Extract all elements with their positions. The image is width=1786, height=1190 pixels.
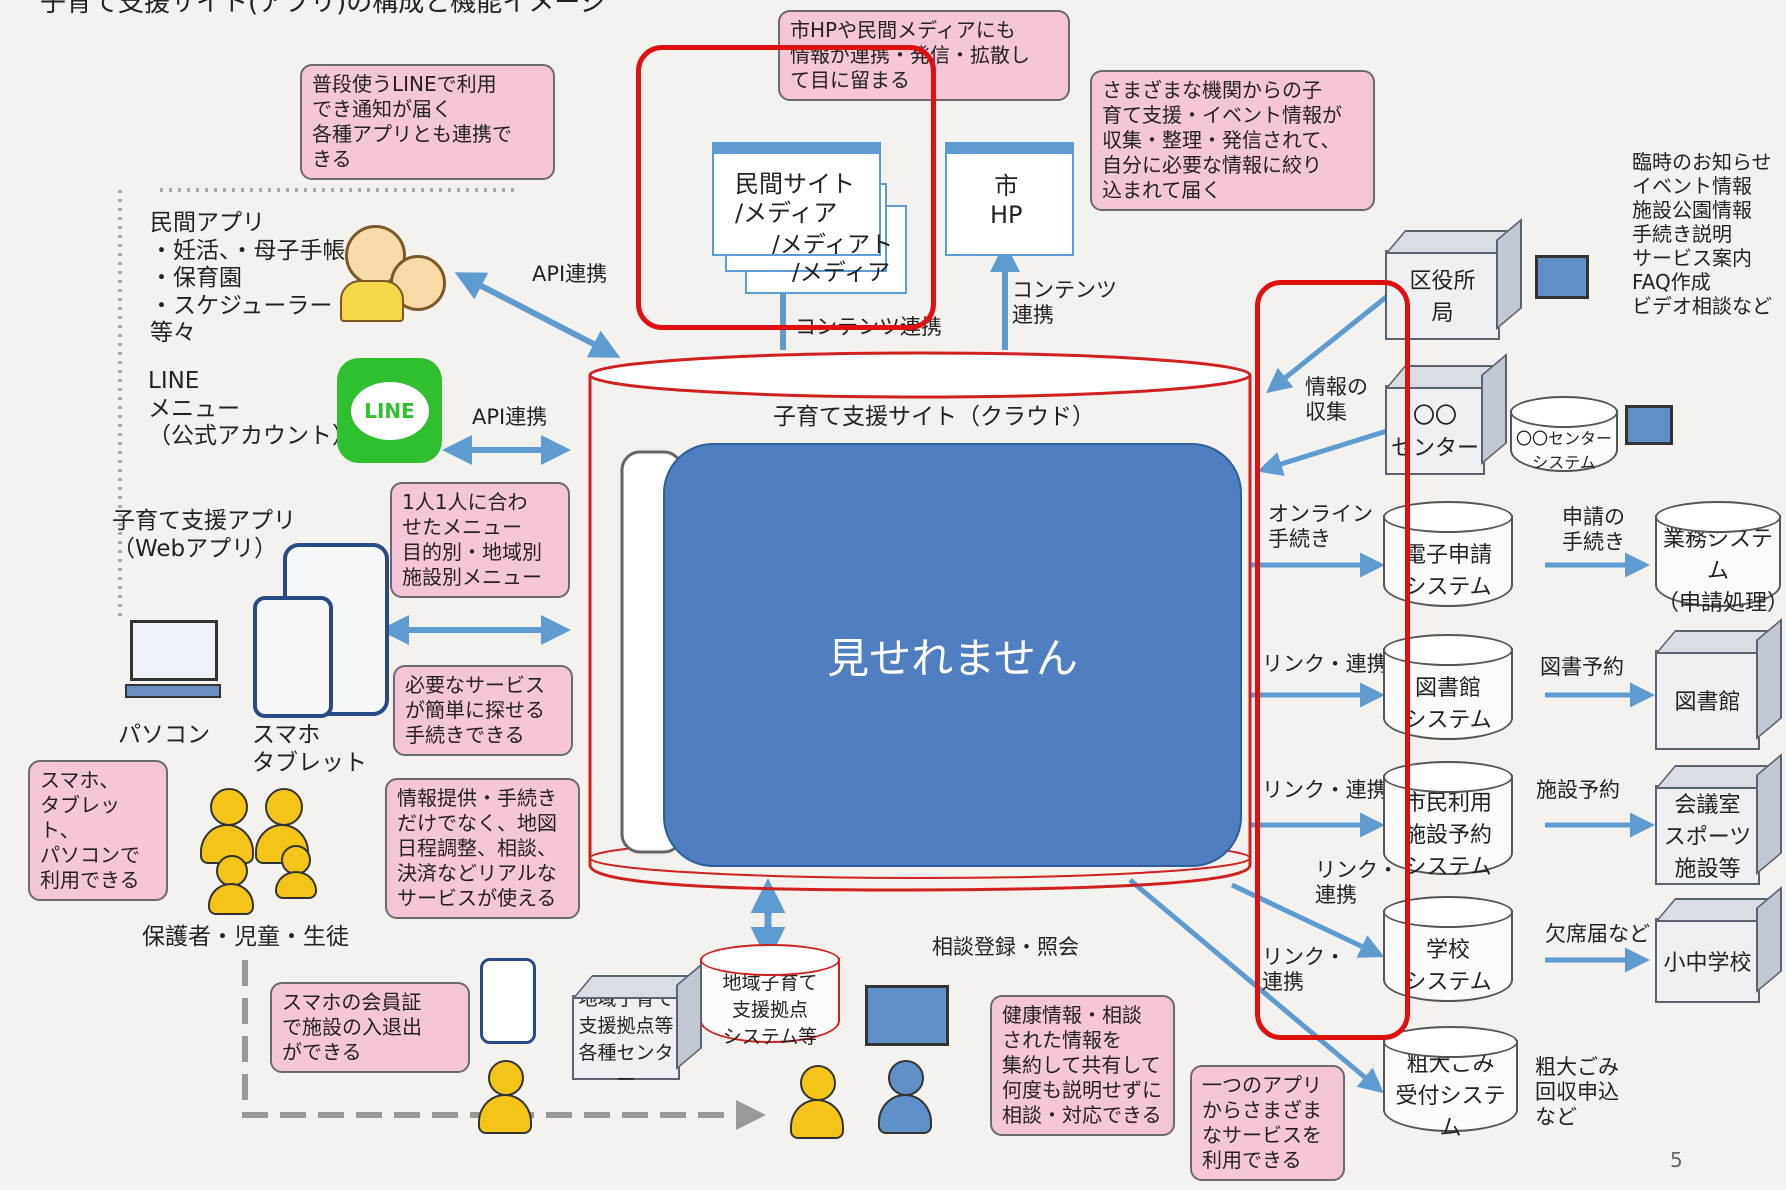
label-cloud: 子育て支援サイト（クラウド） bbox=[773, 404, 1095, 430]
line-logo-bubble: LINE bbox=[350, 381, 429, 440]
family-illustration bbox=[335, 215, 455, 322]
label-private-apps: 民間アプリ ・妊活、・母子手帳 ・保育園 ・スケジューラー 等々 bbox=[150, 210, 346, 347]
city-hp-frame bbox=[945, 142, 1074, 256]
tablet-icon bbox=[253, 596, 333, 718]
mother-dress bbox=[340, 280, 404, 322]
label-city-hp: 市 HP bbox=[990, 172, 1023, 229]
label-online-proc: オンライン 手続き bbox=[1268, 502, 1373, 552]
label-api-link-1: API連携 bbox=[532, 262, 608, 286]
cyl-garbage-system: 粗大ごみ 受付システム bbox=[1383, 1026, 1518, 1141]
cyl-center-system: 〇〇センター システム bbox=[1510, 396, 1618, 472]
dotted-frame bbox=[118, 188, 520, 620]
cyl-facility-system: 市民利用 施設予約 システム bbox=[1383, 761, 1513, 880]
bubble-line-notice: 普段使うLINEで利用 でき通知が届く 各種アプリとも連携で きる bbox=[300, 64, 555, 180]
label-link-3: リンク・ 連携 bbox=[1315, 858, 1399, 908]
consult-monitor-icon bbox=[865, 985, 949, 1046]
redaction-overlay: 見せれません bbox=[663, 443, 1242, 867]
visitor-person-icon bbox=[790, 1065, 845, 1145]
label-pc: パソコン bbox=[118, 722, 210, 748]
qr-phone-icon bbox=[480, 958, 536, 1044]
child-icon-2 bbox=[275, 845, 317, 900]
redaction-text: 見せれません bbox=[827, 633, 1078, 683]
label-guardians: 保護者・児童・生徒 bbox=[142, 924, 349, 950]
bubble-devices: スマホ、 タブレット、 パソコンで 利用できる bbox=[28, 760, 168, 901]
label-link-2: リンク・連携 bbox=[1262, 778, 1388, 802]
label-content-link-2: コンテンツ 連携 bbox=[1012, 278, 1117, 328]
cloud-cylinder-top bbox=[588, 351, 1252, 399]
highlight-right-links bbox=[1255, 280, 1410, 1040]
cloud-cylinder bbox=[588, 375, 1252, 892]
label-consult: 相談登録・照会 bbox=[932, 935, 1079, 959]
label-private-site-back2: /メディア bbox=[792, 260, 891, 286]
cyl-library-system: 図書館 システム bbox=[1383, 634, 1513, 740]
label-notices: 臨時のお知らせ イベント情報 施設公園情報 手続き説明 サービス案内 FAQ作成… bbox=[1632, 150, 1772, 318]
cyl-business-system: 業務システム （申請処理） bbox=[1655, 501, 1786, 616]
label-smartphone: スマホ タブレット bbox=[252, 722, 367, 776]
private-site-front bbox=[712, 142, 881, 256]
staff-monitor-icon-1 bbox=[1535, 255, 1589, 299]
label-apply-proc: 申請の 手続き bbox=[1562, 505, 1625, 555]
label-large-garbage-note: 粗大ごみ 回収申込 など bbox=[1535, 1055, 1619, 1130]
bubble-member-card: スマホの会員証 で施設の入退出 ができる bbox=[270, 982, 470, 1073]
bubble-menu: 1人1人に合わ せたメニュー 目的別・地域別 施設別メニュー bbox=[390, 482, 570, 598]
member-person-icon bbox=[478, 1060, 533, 1140]
bubble-info-collect: さまざまな機関からの子 育て支援・イベント情報が 収集・整理・発信されて、 自分… bbox=[1090, 70, 1375, 211]
label-link-1: リンク・連携 bbox=[1262, 652, 1388, 676]
consultant-person-icon bbox=[878, 1060, 933, 1140]
cyl-e-application: 電子申請 システム bbox=[1383, 501, 1513, 607]
label-facility-reserve: 施設予約 bbox=[1536, 778, 1620, 802]
arrow-from-ward bbox=[1266, 288, 1397, 394]
cyl-school-system: 学校 システム bbox=[1383, 896, 1513, 1002]
label-private-site-back1: /メディアト bbox=[772, 232, 894, 258]
highlight-private-media bbox=[636, 45, 936, 330]
pc-base-icon bbox=[125, 684, 221, 698]
label-kosodate-app: 子育て支援アプリ （Webアプリ） bbox=[112, 508, 296, 562]
cyl-local-base: 地域子育て 支援拠点 システム等 bbox=[700, 944, 840, 1048]
box-local-center: 地域子育て 支援拠点等 各種センター bbox=[572, 988, 680, 1091]
label-line-menu: LINE メニュー （公式アカウント） bbox=[148, 368, 355, 450]
staff-monitor-icon-2 bbox=[1625, 405, 1673, 445]
box-school: 小中学校 bbox=[1655, 918, 1760, 1003]
label-absence: 欠席届など bbox=[1545, 922, 1650, 946]
line-logo: LINE bbox=[337, 358, 442, 463]
label-private-site: 民間サイト /メディア bbox=[735, 170, 855, 227]
arrow-from-center bbox=[1257, 427, 1391, 476]
box-ward-office: 区役所 局 bbox=[1385, 250, 1500, 340]
box-facility: 会議室 スポーツ 施設等 bbox=[1655, 785, 1760, 885]
box-library: 図書館 bbox=[1655, 650, 1760, 750]
label-info-gather: 情報の 収集 bbox=[1305, 375, 1368, 425]
dashed-flow bbox=[242, 960, 766, 1130]
page-number: 5 bbox=[1670, 1148, 1683, 1172]
page-title: 子育て支援サイト(アプリ)の構成と機能イメージ bbox=[40, 0, 606, 18]
bubble-realtime: 情報提供・手続き だけでなく、地図 日程調整、相談、 決済などリアルな サービス… bbox=[385, 778, 580, 919]
bubble-health: 健康情報・相談 された情報を 集約して共有して 何度も説明せずに 相談・対応でき… bbox=[990, 995, 1175, 1136]
label-link-4: リンク・ 連携 bbox=[1262, 945, 1346, 995]
bubble-service-search: 必要なサービス が簡単に探せる 手続きできる bbox=[393, 665, 573, 756]
label-book-reserve: 図書予約 bbox=[1540, 655, 1624, 679]
bubble-one-app: 一つのアプリ からさまざま なサービスを 利用できる bbox=[1190, 1065, 1345, 1181]
arrow-api-apps bbox=[454, 272, 621, 358]
child-icon-1 bbox=[208, 855, 254, 915]
pc-monitor-icon bbox=[130, 620, 218, 681]
label-api-link-2: API連携 bbox=[472, 405, 548, 429]
